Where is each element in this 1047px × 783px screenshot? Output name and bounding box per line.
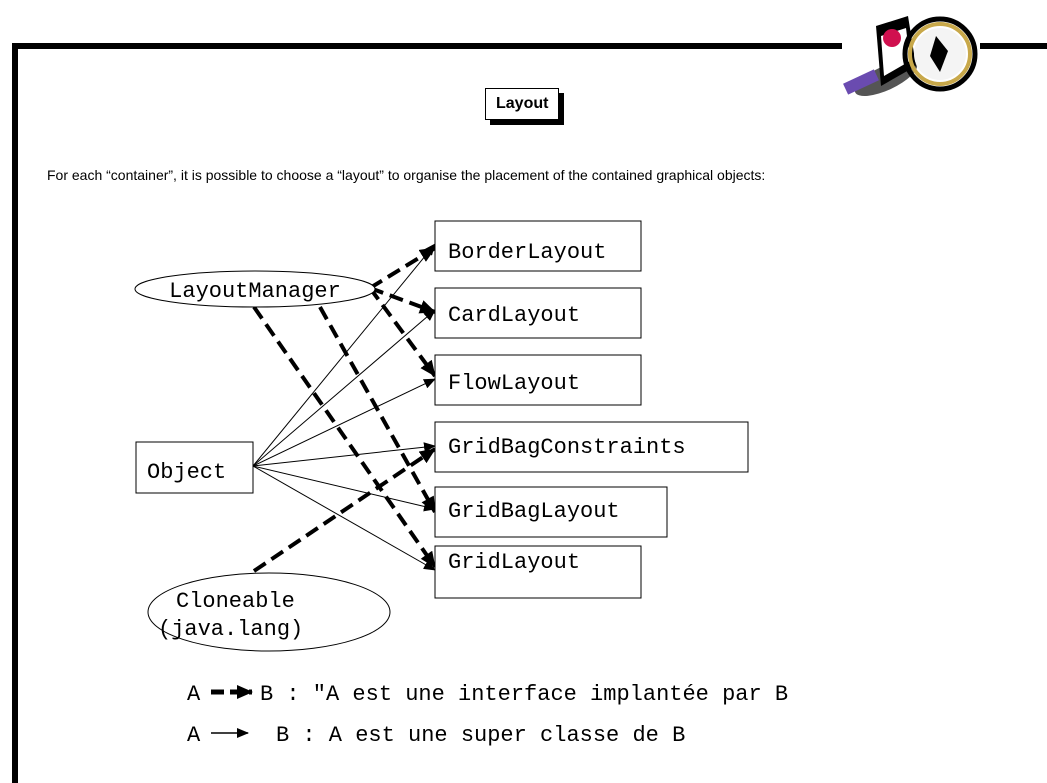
legend-interface-text: B : "A est une interface implantée par B xyxy=(260,682,788,707)
node-borderlayout: BorderLayout xyxy=(434,220,642,272)
edge-object-cardlayout xyxy=(252,309,436,467)
node-gridlayout: GridLayout xyxy=(434,545,642,599)
node-cloneable: Cloneable (java.lang) xyxy=(147,572,391,652)
node-flowlayout-label: FlowLayout xyxy=(448,371,580,396)
node-gridbaglayout: GridBagLayout xyxy=(434,486,668,538)
node-flowlayout: FlowLayout xyxy=(434,354,642,406)
edge-object-gridlayout xyxy=(252,465,436,571)
edge-layoutmanager-flowlayout xyxy=(368,286,437,378)
legend-superclass-text: B : A est une super classe de B xyxy=(276,723,685,748)
node-borderlayout-label: BorderLayout xyxy=(448,240,606,265)
superclass-edges xyxy=(252,243,436,571)
frame-top-border-right xyxy=(980,43,1047,49)
legend: A B : "A est une interface implantée par… xyxy=(187,682,788,748)
edge-layoutmanager-borderlayout xyxy=(368,246,437,290)
edge-layoutmanager-cardlayout xyxy=(369,286,436,314)
node-gridbagconstraints: GridBagConstraints xyxy=(434,421,749,473)
edge-object-gridbaglayout xyxy=(252,465,436,512)
node-cloneable-label-1: Cloneable xyxy=(176,589,295,614)
legend-superclass-a: A xyxy=(187,723,201,748)
intro-text: For each “container”, it is possible to … xyxy=(47,167,766,183)
node-gridlayout-label: GridLayout xyxy=(448,550,580,575)
node-cardlayout-label: CardLayout xyxy=(448,303,580,328)
duke-magnifier-mascot-icon xyxy=(843,16,978,97)
node-object-label: Object xyxy=(147,460,226,485)
edge-layoutmanager-gridlayout xyxy=(252,305,437,569)
edge-layoutmanager-gridbaglayout xyxy=(318,306,437,513)
frame-left-border xyxy=(12,43,18,783)
slide-title: Layout xyxy=(485,88,560,120)
node-object: Object xyxy=(135,441,254,494)
frame-top-border xyxy=(12,43,842,49)
legend-interface-a: A xyxy=(187,682,201,707)
node-gridbagconstraints-label: GridBagConstraints xyxy=(448,435,686,460)
node-cloneable-label-2: (java.lang) xyxy=(158,617,303,642)
node-gridbaglayout-label: GridBagLayout xyxy=(448,499,620,524)
edge-object-borderlayout xyxy=(252,243,436,467)
edge-cloneable-gridbagconstraints xyxy=(252,447,437,573)
node-layoutmanager-label: LayoutManager xyxy=(169,279,341,304)
edge-object-flowlayout xyxy=(252,378,436,467)
node-layoutmanager: LayoutManager xyxy=(134,270,376,308)
edge-object-gridbagconstraints xyxy=(252,442,436,467)
node-cardlayout: CardLayout xyxy=(434,287,642,339)
interface-edges xyxy=(252,246,437,573)
